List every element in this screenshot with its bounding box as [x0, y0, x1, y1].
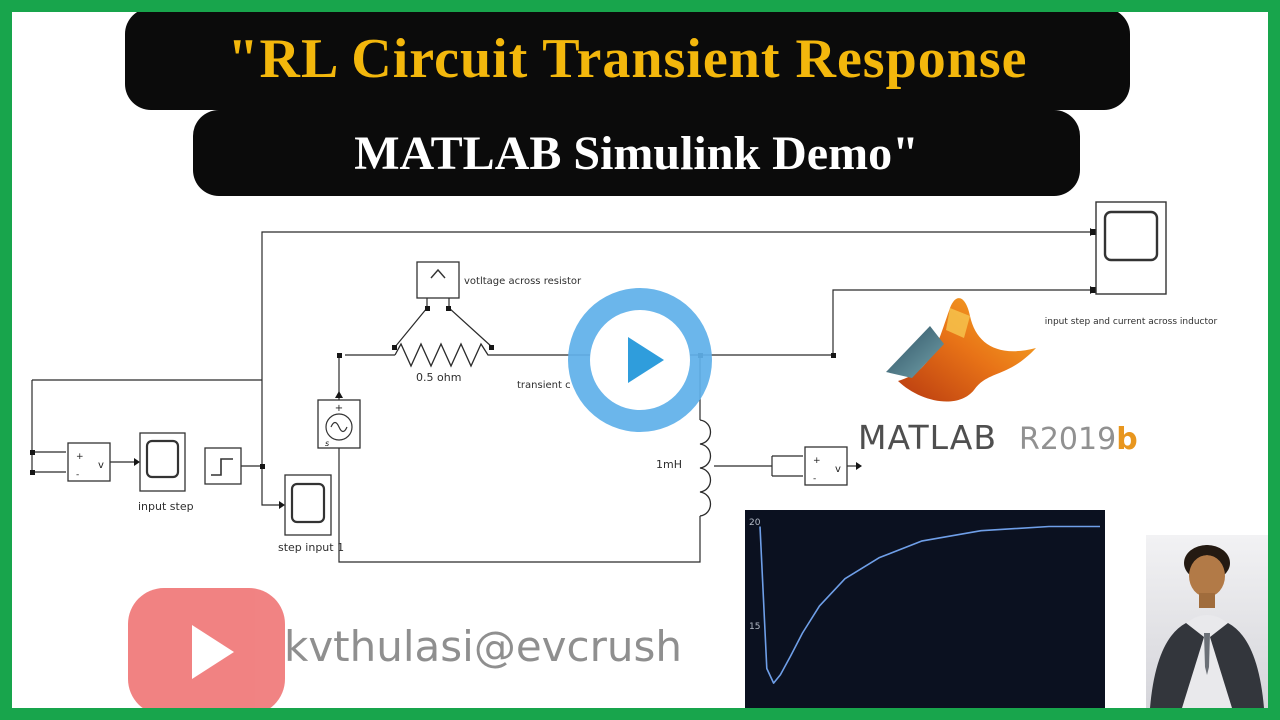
voltage-sensor-label: votltage across resistor: [464, 276, 582, 287]
voltage-measurement-left-block[interactable]: + - v: [67, 442, 111, 482]
transient-current-label: transient c: [517, 380, 571, 391]
video-title: "RL Circuit Transient Response: [227, 28, 1028, 90]
scope-step-input1-block[interactable]: [284, 474, 332, 536]
scope-output-block[interactable]: [1095, 201, 1167, 295]
step-signal-icon: [211, 458, 233, 476]
measurement-right-block[interactable]: + - v: [804, 446, 848, 486]
voltage-sensor-block[interactable]: [416, 261, 460, 299]
youtube-play-icon: [191, 624, 234, 679]
channel-handle: kvthulasi@evcrush: [284, 622, 683, 671]
resistor-block[interactable]: [394, 342, 492, 368]
inductor-block[interactable]: [699, 419, 712, 517]
vm-left-v: v: [98, 460, 104, 471]
vm-left-plus: +: [76, 452, 84, 462]
presenter-photo: [1146, 535, 1268, 708]
play-button-ring: [590, 310, 690, 410]
inductor-label: 1mH: [656, 458, 682, 471]
matlab-release-prefix: R2019: [1019, 422, 1117, 457]
source-signal-label: s: [325, 439, 329, 448]
scope-input-step-block[interactable]: [139, 432, 186, 492]
scope-output-label: input step and current across inductor: [1044, 317, 1218, 327]
title-banner: "RL Circuit Transient Response: [125, 8, 1130, 110]
matlab-release-text: R2019b: [1019, 422, 1138, 457]
vm-right-plus: +: [813, 456, 821, 466]
voltage-source-block[interactable]: + s: [317, 391, 361, 449]
y-tick-20: 20: [749, 518, 761, 528]
sine-wave-icon: [330, 421, 348, 433]
vm-right-v: v: [835, 464, 841, 475]
subtitle-banner: MATLAB Simulink Demo": [193, 110, 1080, 196]
resistor-label: 0.5 ohm: [416, 371, 462, 384]
input-step-label: input step: [138, 500, 194, 513]
presenter-avatar: [1150, 545, 1264, 708]
scope-curve: [759, 525, 1100, 684]
scope-display[interactable]: 20 15: [745, 510, 1105, 708]
arrowheads: [134, 228, 1096, 509]
vm-left-minus: -: [76, 470, 79, 480]
port-arrow-icon: [335, 391, 343, 398]
play-icon: [628, 337, 664, 383]
video-subtitle: MATLAB Simulink Demo": [354, 126, 919, 180]
y-tick-15: 15: [749, 622, 761, 632]
step-input1-label: step input 1: [278, 541, 345, 554]
vm-right-minus: -: [813, 474, 816, 484]
matlab-release-suffix: b: [1116, 422, 1138, 457]
step-source-block[interactable]: [204, 447, 242, 485]
matlab-logo: [886, 298, 1036, 402]
matlab-wordmark: MATLAB R2019b: [858, 418, 1138, 457]
video-play-button[interactable]: [568, 288, 712, 432]
source-plus-label: +: [335, 403, 343, 414]
chevron-up-icon: [430, 268, 446, 279]
matlab-brand-text: MATLAB: [858, 418, 997, 457]
youtube-logo[interactable]: [128, 588, 285, 715]
